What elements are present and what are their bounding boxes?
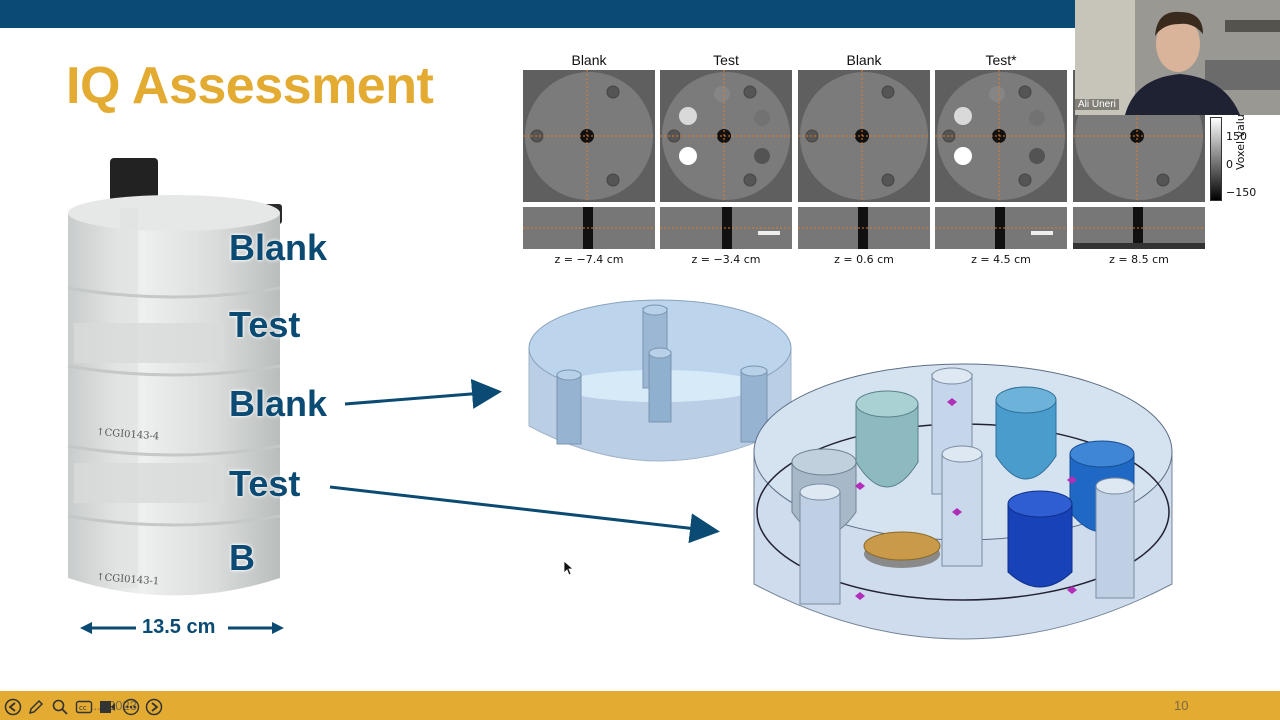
- ct-axial-panel-4: [935, 70, 1067, 202]
- page-number: 10: [1174, 698, 1189, 713]
- double-arrow-icon: [80, 622, 284, 634]
- next-icon[interactable]: [143, 697, 165, 717]
- ct-axial-panel-3: [798, 70, 930, 202]
- label-blank-2: Blank: [229, 383, 328, 424]
- z-label-1: z = −7.4 cm: [554, 253, 624, 266]
- colorbar-title: Voxel value: [1234, 107, 1247, 170]
- zoom-icon[interactable]: [49, 697, 71, 717]
- label-blank-1: Blank: [229, 227, 328, 268]
- z-label-5: z = 8.5 cm: [1109, 253, 1169, 266]
- more-icon[interactable]: [120, 697, 142, 717]
- webcam-name-tag: Ali Uneri: [1075, 99, 1119, 110]
- engraving-lower: ↑CGI0143-1: [96, 572, 160, 587]
- z-label-3: z = 0.6 cm: [834, 253, 894, 266]
- header-bar: [0, 0, 1075, 28]
- svg-text:cc: cc: [79, 704, 87, 712]
- arrow-blank: [344, 378, 502, 409]
- label-b: B: [229, 537, 255, 578]
- screen-icon[interactable]: [96, 697, 118, 717]
- slide-title: IQ Assessment: [66, 57, 434, 115]
- z-label-2: z = −3.4 cm: [691, 253, 761, 266]
- colorbar-tick-high: 150: [1226, 130, 1247, 143]
- ct-col-label-1: Blank: [571, 52, 607, 68]
- ct-col-label-3: Blank: [846, 52, 882, 68]
- arrow-test: [329, 485, 720, 544]
- colorbar-tick-low: −150: [1226, 186, 1257, 199]
- webcam-video: [1075, 0, 1280, 115]
- presentation-controls: cc: [0, 696, 165, 718]
- ct-col-label-2: Test: [713, 52, 739, 68]
- captions-icon[interactable]: cc: [73, 697, 95, 717]
- ct-sagittal-panel-4: [935, 207, 1067, 249]
- phantom-photo: ↑CGI0143-4 ↑CGI0143-1: [67, 158, 282, 596]
- colorbar-tick-mid: 0: [1226, 158, 1233, 171]
- test-module-render: [753, 363, 1173, 640]
- colorbar: [1210, 117, 1222, 201]
- ct-sagittal-panel-2: [660, 207, 792, 249]
- dimension-label: 13.5 cm: [142, 616, 216, 638]
- ct-axial-panel-1: [523, 70, 655, 202]
- footer-bar: [0, 691, 1280, 720]
- ct-col-label-4: Test*: [985, 52, 1017, 68]
- label-test-1: Test: [229, 304, 301, 345]
- ct-sagittal-panel-3: [798, 207, 930, 249]
- ct-sagittal-panel-5: [1073, 207, 1205, 249]
- previous-icon[interactable]: [2, 697, 24, 717]
- label-test-2: Test: [229, 463, 301, 504]
- dimension-indicator: 13.5 cm: [80, 614, 285, 644]
- z-label-4: z = 4.5 cm: [971, 253, 1031, 266]
- blank-module-render: [528, 299, 792, 462]
- engraving-upper: ↑CGI0143-4: [96, 427, 160, 442]
- ct-axial-panel-2: [660, 70, 792, 202]
- mouse-cursor-icon: [563, 560, 575, 576]
- ct-sagittal-panel-1: [523, 207, 655, 249]
- pen-icon[interactable]: [26, 697, 48, 717]
